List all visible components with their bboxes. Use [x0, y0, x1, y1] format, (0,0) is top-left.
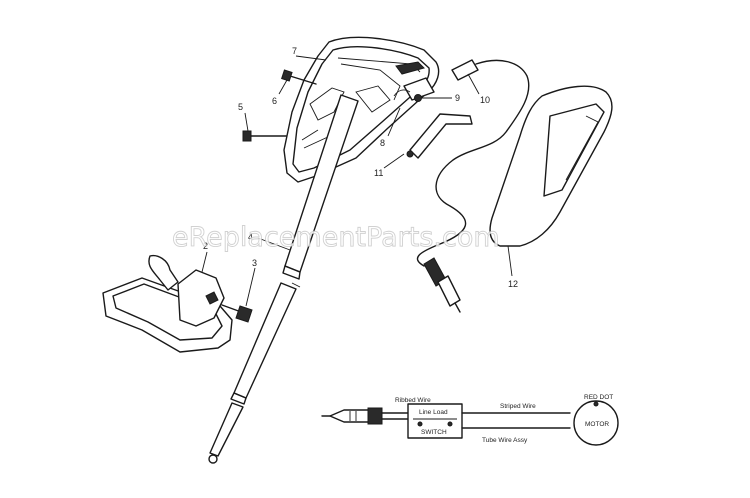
callout-8: 8 [380, 138, 385, 148]
label-line-load: Line Load [419, 409, 448, 416]
motor-symbol [573, 400, 619, 446]
power-cord [416, 59, 530, 313]
callout-7: 7 [292, 46, 297, 56]
switch-box [407, 403, 463, 439]
callout-3: 3 [252, 258, 257, 268]
handle-bolt [221, 304, 253, 323]
guard-deflector [489, 85, 613, 247]
callout-12: 12 [508, 279, 518, 289]
handle-grip [102, 254, 233, 353]
callouts: 7 6 5 8 9 10 11 4 2 3 12 [203, 46, 518, 289]
callout-11: 11 [374, 168, 383, 178]
screw-6 [281, 69, 317, 85]
motor-head-housing [283, 36, 440, 183]
bracket [406, 113, 473, 159]
watermark: eReplacementParts.com [172, 222, 500, 253]
callout-4: 4 [248, 232, 253, 242]
callout-6: 6 [272, 96, 277, 106]
callout-2: 2 [203, 241, 208, 251]
callout-9: 9 [455, 93, 460, 103]
screw-5 [242, 130, 287, 142]
switch-block [393, 77, 435, 101]
label-switch: SWITCH [421, 429, 447, 436]
label-ribbed-wire: Ribbed Wire [395, 397, 431, 404]
shaft-tube [208, 94, 359, 464]
wiring-schematic: Ribbed Wire Line Load SWITCH Striped Wir… [321, 394, 619, 446]
callout-10: 10 [480, 95, 490, 105]
leader-lines [201, 55, 513, 307]
callout-5: 5 [238, 102, 243, 112]
label-red-dot: RED DOT [584, 394, 613, 401]
schematic-plug [321, 407, 383, 425]
label-tube-wire-assy: Tube Wire Assy [482, 437, 528, 444]
label-motor: MOTOR [585, 421, 609, 428]
label-striped-wire: Striped Wire [500, 403, 536, 410]
